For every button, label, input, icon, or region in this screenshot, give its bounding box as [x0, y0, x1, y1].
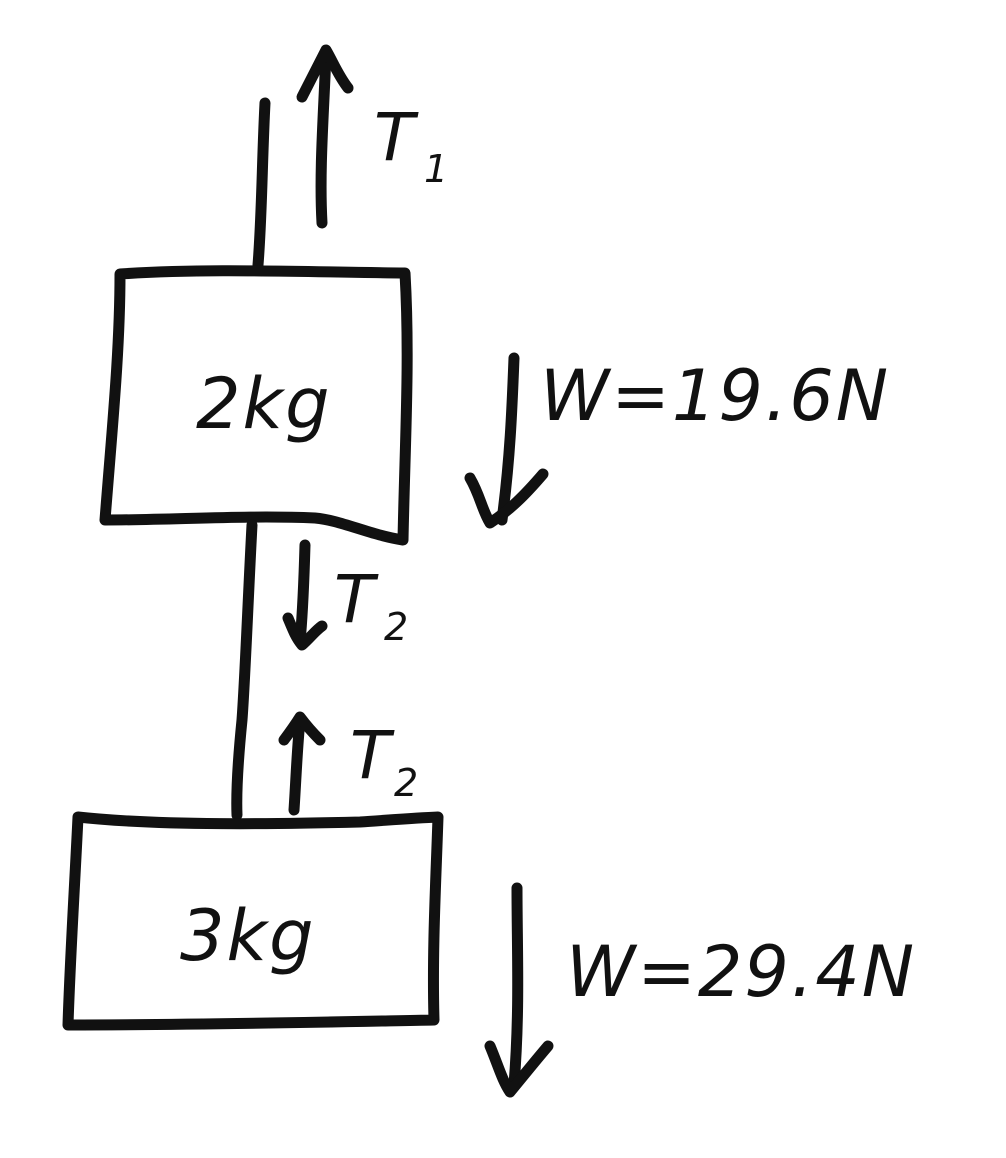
t2-up-arrow	[278, 711, 326, 816]
t2-down-label: T 2	[334, 561, 408, 649]
connecting-rope	[231, 519, 258, 821]
lower-weight-arrow	[484, 882, 554, 1098]
upper-rope	[252, 97, 271, 271]
upper-block-mass-label: 2kg	[196, 363, 332, 445]
upper-weight-arrow	[464, 352, 549, 529]
t1-arrow	[296, 44, 354, 229]
upper-weight-label: W=19.6N	[540, 355, 890, 437]
t1-label: T 1	[374, 99, 448, 191]
t1-symbol: T	[374, 99, 419, 176]
t2-up-subscript: 2	[394, 761, 418, 805]
t2-up-symbol: T	[350, 717, 395, 794]
t2-down-subscript: 2	[384, 605, 408, 649]
lower-weight-label: W=29.4N	[566, 931, 916, 1013]
t2-up-label: T 2	[350, 717, 418, 805]
lower-block-mass-label: 3kg	[180, 895, 316, 977]
t2-down-arrow	[282, 539, 328, 651]
upper-block	[99, 265, 413, 546]
t2-down-symbol: T	[334, 561, 379, 638]
t1-subscript: 1	[424, 147, 448, 191]
lower-block	[62, 811, 444, 1031]
